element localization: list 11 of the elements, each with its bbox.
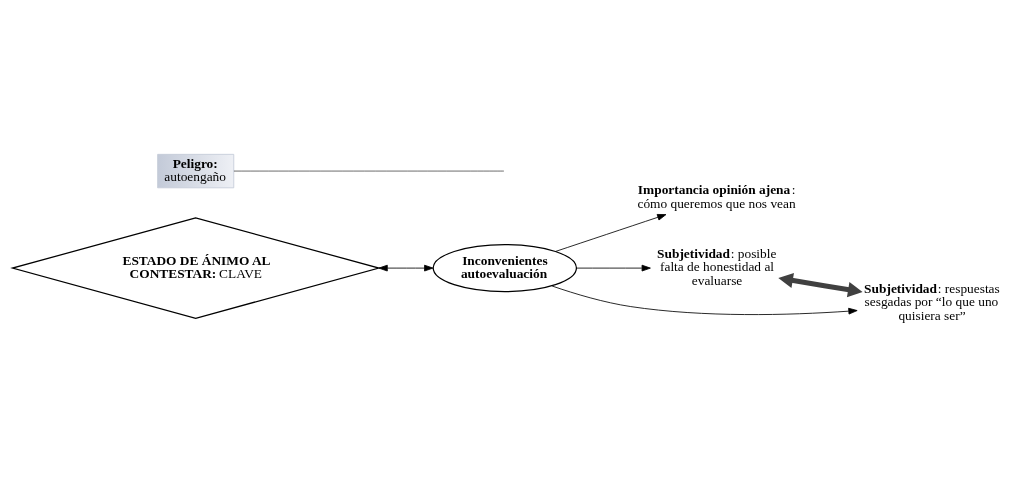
node-text: Subjetividad: posible falta de honestidad al evaluarse	[657, 245, 777, 288]
node-text: Importancia opinión ajena: cómo queremos que nos vean	[637, 182, 796, 211]
arrow	[778, 272, 863, 298]
arrow	[378, 264, 434, 272]
node-box: Peligro: autoengaño	[157, 153, 235, 189]
node-diamond: ESTADO DE ÁNIMO AL CONTESTAR: CLAVE	[10, 217, 382, 319]
arrow	[555, 214, 667, 252]
arrow	[551, 285, 858, 315]
arrow	[576, 264, 651, 272]
node-text: Subjetividad: respuestas sesgadas por “lo que uno quisiera ser”	[864, 281, 1000, 323]
node-ellipse: Inconvenientes autoevaluación	[432, 244, 578, 293]
